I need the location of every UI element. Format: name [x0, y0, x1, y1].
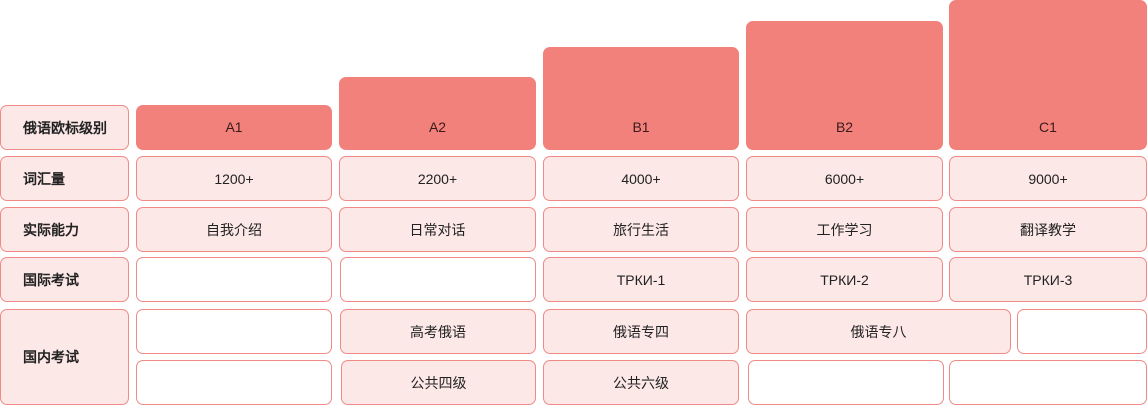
ability-cell-c1: 翻译教学 [949, 207, 1147, 252]
ability-cell-b1: 旅行生活 [543, 207, 739, 252]
intl-exam-cell-a1 [136, 257, 332, 302]
domestic-exam-r2-c1 [949, 360, 1147, 405]
vocab-cell-c1: 9000+ [949, 156, 1147, 201]
vocab-cell-a2: 2200+ [339, 156, 536, 201]
domestic-exam-r1-a2: 高考俄语 [340, 309, 536, 354]
domestic-exam-r2-b1: 公共六级 [543, 360, 739, 405]
vocab-cell-b2: 6000+ [746, 156, 943, 201]
row-label-vocab: 词汇量 [0, 156, 129, 201]
row-label-level: 俄语欧标级别 [0, 105, 129, 150]
level-bar-b2: B2 [746, 21, 943, 150]
intl-exam-cell-c1: ТРКИ-3 [949, 257, 1147, 302]
vocab-cell-b1: 4000+ [543, 156, 739, 201]
row-label-ability: 实际能力 [0, 207, 129, 252]
domestic-exam-r1-c1 [1017, 309, 1147, 354]
ability-cell-b2: 工作学习 [746, 207, 943, 252]
row-label-intl-exam: 国际考试 [0, 257, 129, 302]
domestic-exam-r2-a2: 公共四级 [341, 360, 536, 405]
ability-cell-a2: 日常对话 [339, 207, 536, 252]
row-label-domestic-exam: 国内考试 [0, 309, 129, 405]
domestic-exam-r2-a1 [136, 360, 332, 405]
level-bar-a1: A1 [136, 105, 332, 150]
level-bar-c1: C1 [949, 0, 1147, 150]
domestic-exam-r1-b1: 俄语专四 [543, 309, 739, 354]
intl-exam-cell-a2 [340, 257, 536, 302]
level-bar-a2: A2 [339, 77, 536, 150]
vocab-cell-a1: 1200+ [136, 156, 332, 201]
domestic-exam-r1-b2-wide: 俄语专八 [746, 309, 1011, 354]
domestic-exam-r2-b2 [748, 360, 944, 405]
intl-exam-cell-b2: ТРКИ-2 [746, 257, 943, 302]
intl-exam-cell-b1: ТРКИ-1 [543, 257, 739, 302]
ability-cell-a1: 自我介绍 [136, 207, 332, 252]
domestic-exam-r1-a1 [136, 309, 332, 354]
level-bar-b1: B1 [543, 47, 739, 150]
